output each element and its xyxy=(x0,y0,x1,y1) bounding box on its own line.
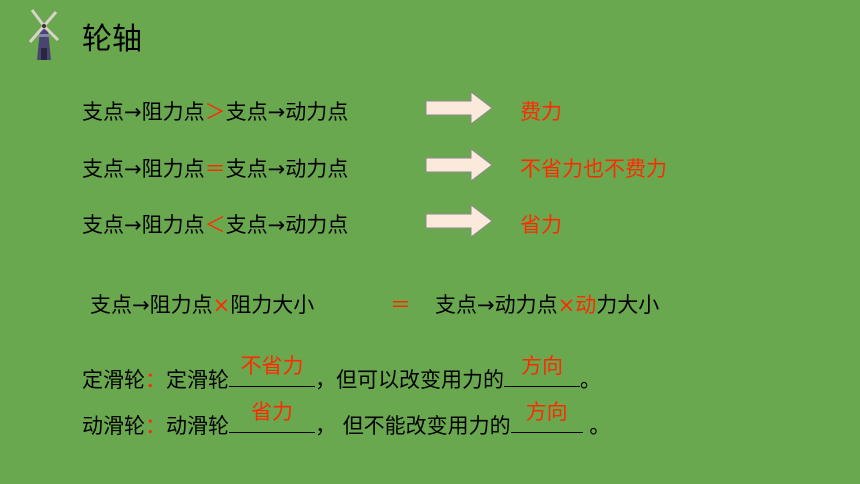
comparison-row: 支点→阻力点＜支点→动力点 xyxy=(82,209,348,239)
movable-pulley-line: 动滑轮：动滑轮省力， 但不能改变用力的方向 。 xyxy=(82,400,611,440)
formula-part2: 阻力大小 xyxy=(230,293,315,317)
row-left: 支点→阻力点 xyxy=(82,100,205,124)
right-arrow-icon xyxy=(425,148,493,182)
row-result: 费力 xyxy=(520,100,562,124)
right-arrow-icon xyxy=(425,91,493,125)
lever-formula: 支点→阻力点×阻力大小 xyxy=(90,289,314,319)
movable-pulley-label: 动滑轮 xyxy=(82,414,145,438)
answer-text: 省力 xyxy=(251,400,293,424)
times-sign: × xyxy=(212,293,231,317)
colon: ： xyxy=(145,414,166,438)
formula-part4-red: 动 xyxy=(575,293,597,317)
row-operator: ＝ xyxy=(204,157,226,181)
row-left: 支点→阻力点 xyxy=(82,213,205,237)
row-right: 支点→动力点 xyxy=(225,157,349,181)
answer-text: 方向 xyxy=(525,400,568,424)
answer-blank: 不省力 xyxy=(229,354,315,387)
page-title: 轮轴 xyxy=(82,22,142,57)
answer-blank: 方向 xyxy=(510,400,583,433)
row-left: 支点→阻力点 xyxy=(82,157,205,181)
comparison-row: 支点→阻力点＝支点→动力点 xyxy=(82,153,348,183)
equals-sign: ＝ xyxy=(390,293,411,317)
fixed-pulley-text1: 定滑轮 xyxy=(166,368,229,392)
answer-text: 方向 xyxy=(521,354,563,378)
answer-text: 不省力 xyxy=(240,354,304,378)
movable-pulley-text1: 动滑轮 xyxy=(166,414,229,438)
row-right: 支点→动力点 xyxy=(225,213,349,237)
row-result: 省力 xyxy=(520,213,562,237)
row-result: 不省力也不费力 xyxy=(520,157,667,181)
row-operator: ＞ xyxy=(204,100,226,124)
lever-formula-right: 支点→动力点×动力大小 xyxy=(435,289,659,319)
fixed-pulley-label: 定滑轮 xyxy=(82,368,145,392)
colon: ： xyxy=(145,368,166,392)
formula-part1: 支点→阻力点 xyxy=(90,293,213,317)
fixed-pulley-text2: ，但可以改变用力的 xyxy=(315,368,504,392)
formula-part3: 支点→动力点 xyxy=(435,293,558,317)
fixed-pulley-end: 。 xyxy=(580,368,601,392)
answer-blank: 省力 xyxy=(229,400,315,433)
windmill-icon xyxy=(26,8,62,64)
times-sign: × xyxy=(557,293,576,317)
movable-pulley-text2: ， 但不能改变用力的 xyxy=(315,414,511,438)
formula-part4-black: 力大小 xyxy=(596,293,660,317)
row-right: 支点→动力点 xyxy=(225,100,349,124)
row-operator: ＜ xyxy=(204,213,226,237)
comparison-row: 支点→阻力点＞支点→动力点 xyxy=(82,96,348,126)
answer-blank: 方向 xyxy=(504,354,580,387)
movable-pulley-end: 。 xyxy=(582,414,611,438)
fixed-pulley-line: 定滑轮：定滑轮不省力，但可以改变用力的方向。 xyxy=(82,354,601,394)
right-arrow-icon xyxy=(425,204,493,238)
